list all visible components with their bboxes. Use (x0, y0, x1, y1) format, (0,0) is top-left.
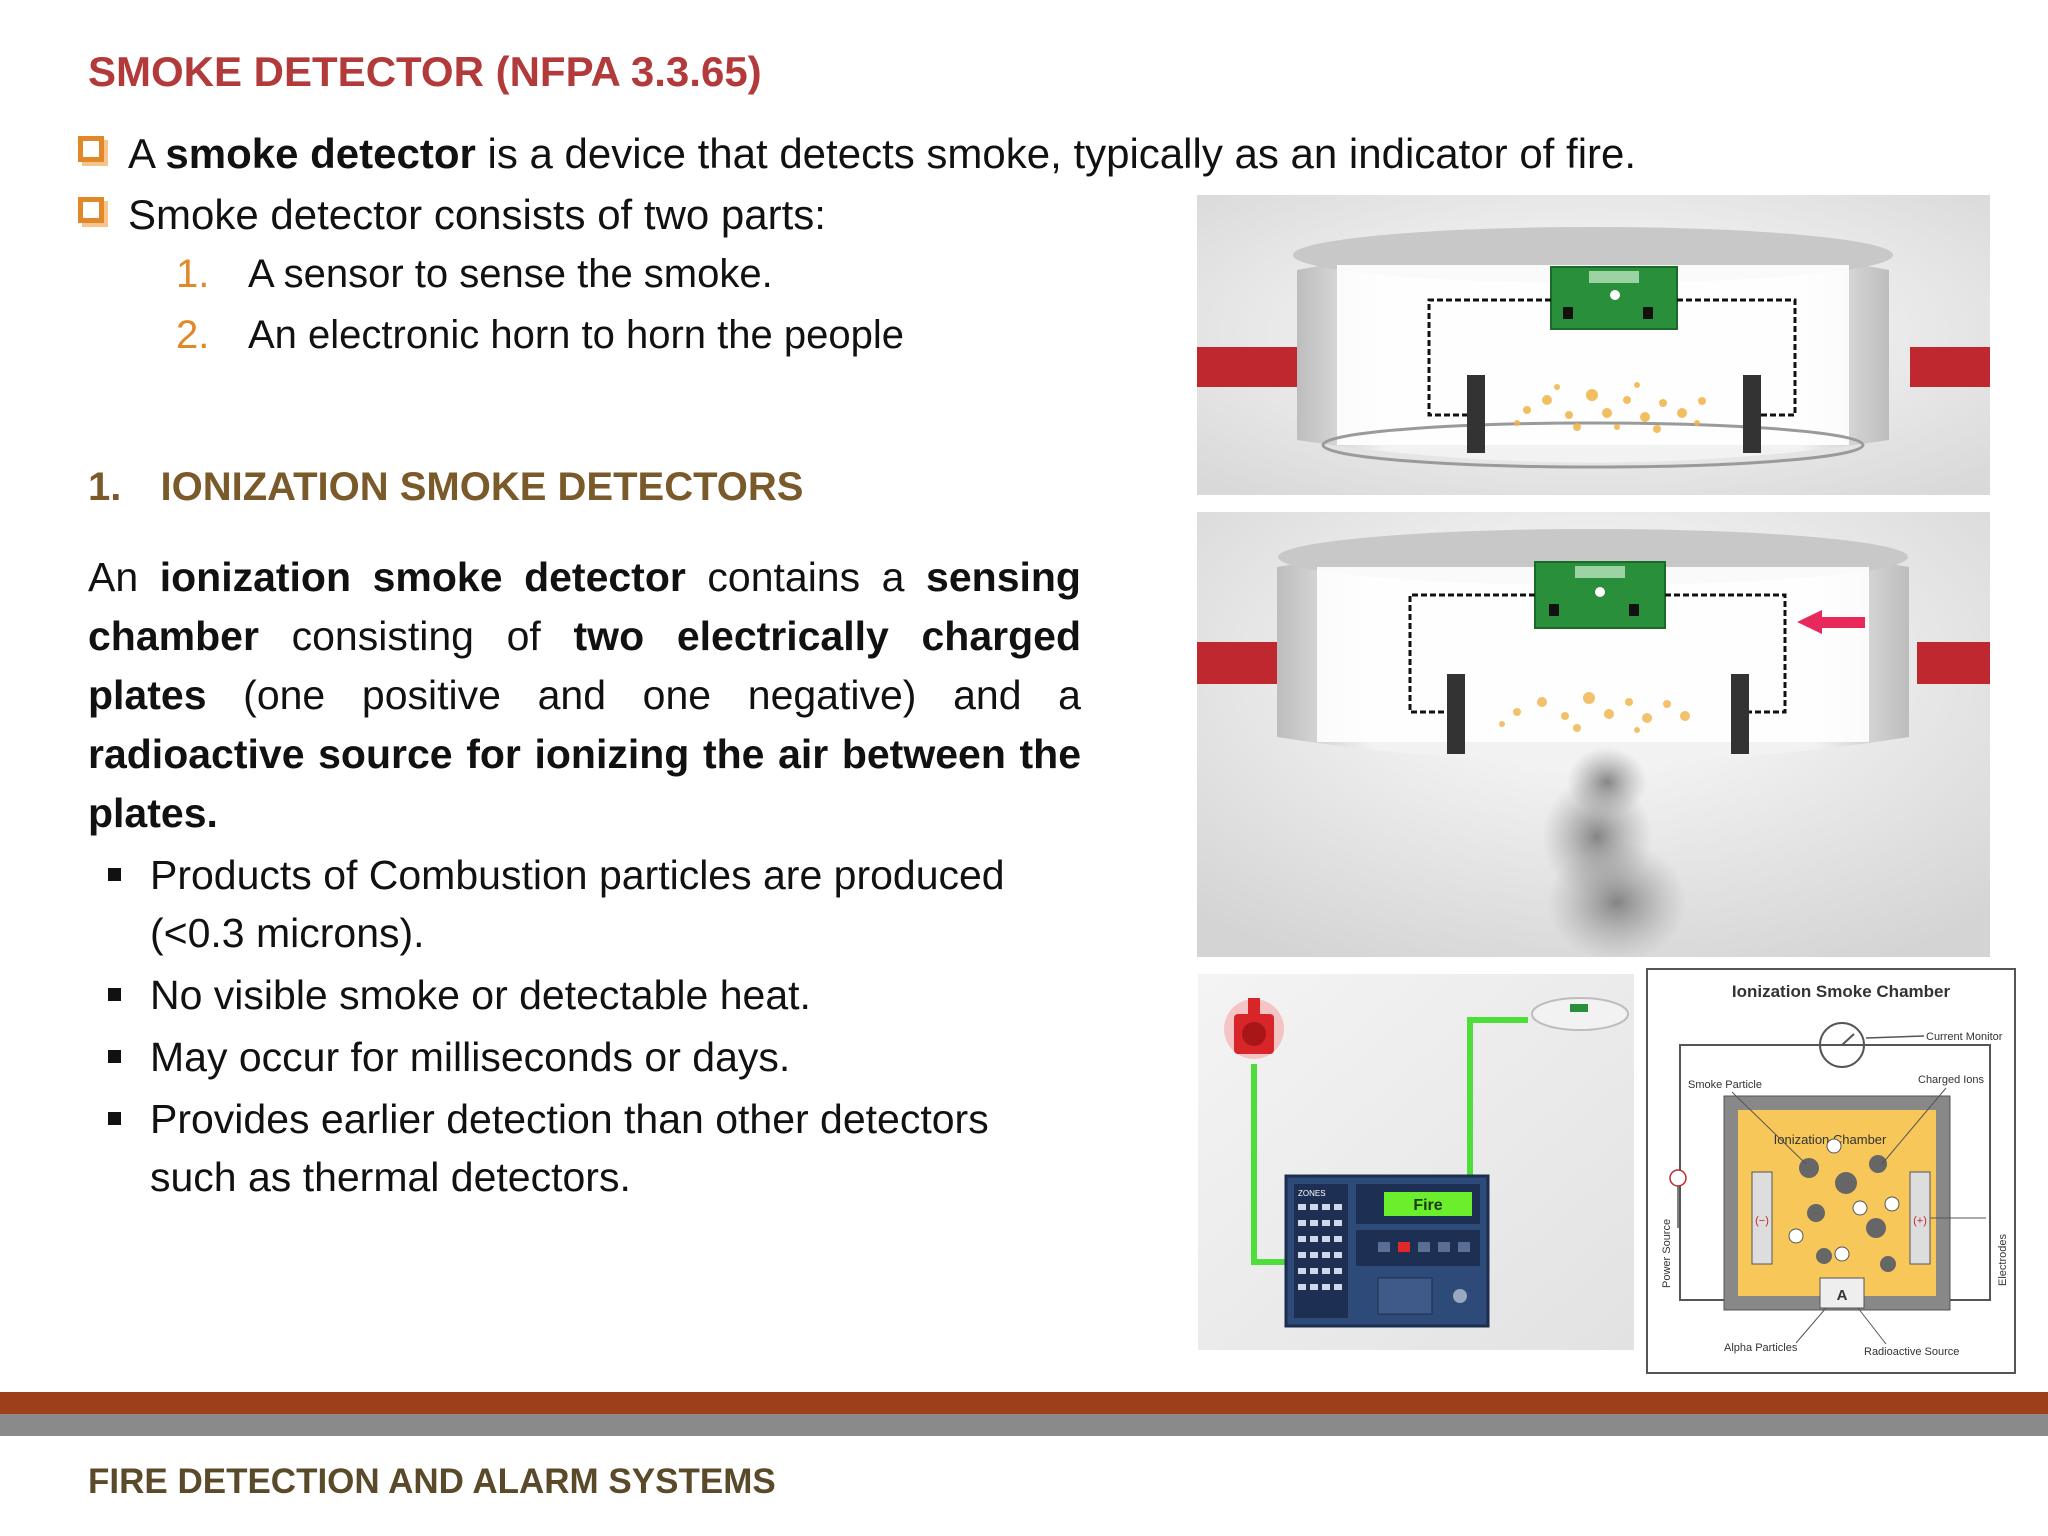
label-current-monitor: Current Monitor (1926, 1031, 2003, 1043)
panel-fire-display: Fire (1413, 1197, 1442, 1214)
list-item: Provides earlier detection than other de… (100, 1090, 1085, 1206)
list-item: May occur for milliseconds or days. (100, 1028, 1085, 1086)
label-power-source: Power Source (1661, 1219, 1673, 1288)
square-bullet-icon (78, 197, 104, 223)
detector-smoke-image (1197, 512, 1990, 957)
square-bullet-icon (108, 868, 121, 881)
ionization-paragraph: An ionization smoke detector contains a … (88, 554, 1081, 836)
diagram-title: Ionization Smoke Chamber (1732, 982, 1951, 1001)
alarm-system-image: ZONES Fire (1198, 974, 1634, 1350)
square-bullet-icon (108, 1112, 121, 1125)
label-charged-ions: Charged Ions (1918, 1074, 1985, 1086)
section-number: 1. (88, 465, 122, 509)
label-electrodes: Electrodes (1997, 1234, 2009, 1286)
label-radioactive-source: Radioactive Source (1864, 1346, 1959, 1358)
part-text: An electronic horn to horn the people (248, 313, 904, 357)
label-minus: (−) (1755, 1215, 1769, 1227)
list-item: Products of Combustion particles are pro… (100, 846, 1085, 962)
square-bullet-icon (108, 988, 121, 1001)
section-heading: 1. IONIZATION SMOKE DETECTORS (88, 465, 803, 510)
footer-text: FIRE DETECTION AND ALARM SYSTEMS (88, 1462, 776, 1501)
part-number: 2. (176, 313, 210, 357)
slide-title: SMOKE DETECTOR (NFPA 3.3.65) (88, 48, 762, 95)
detector-chamber-image (1197, 195, 1990, 495)
label-source-letter: A (1837, 1287, 1848, 1304)
footer-bar-bottom (0, 1414, 2048, 1436)
square-bullet-icon (78, 136, 104, 162)
list-item: No visible smoke or detectable heat. (100, 966, 1085, 1024)
label-smoke-particle: Smoke Particle (1688, 1079, 1762, 1091)
bullet-parts: Smoke detector consists of two parts: (128, 191, 826, 238)
bullet-definition: A smoke detector is a device that detect… (128, 130, 1637, 177)
footer-bar-top (0, 1392, 2048, 1414)
label-alpha-particles: Alpha Particles (1724, 1342, 1798, 1354)
square-bullet-icon (108, 1050, 121, 1063)
ionization-chamber-diagram: Ionization Smoke Chamber Current Monitor… (1646, 968, 2016, 1374)
sub-bullet-list: Products of Combustion particles are pro… (100, 846, 1085, 1210)
part-number: 1. (176, 252, 210, 296)
part-text: A sensor to sense the smoke. (248, 252, 773, 296)
label-plus: (+) (1913, 1215, 1927, 1227)
section-title: IONIZATION SMOKE DETECTORS (160, 465, 804, 509)
panel-zones-label: ZONES (1298, 1189, 1326, 1198)
